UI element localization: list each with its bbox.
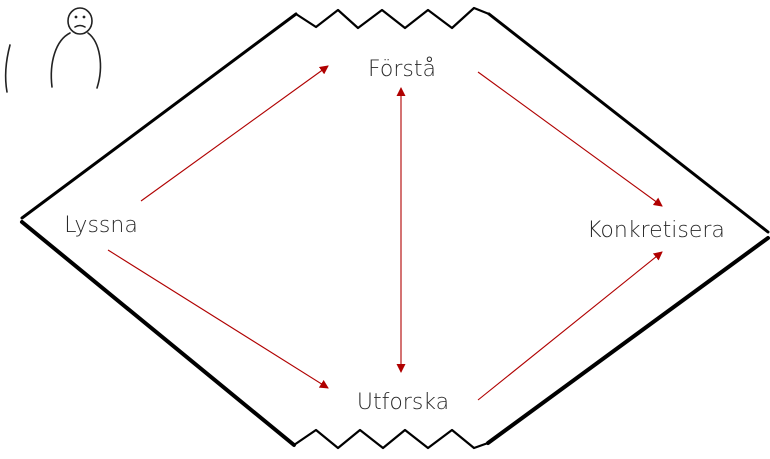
arrow-utforska-to-konkretisera (477, 251, 663, 401)
arrow-forsta-to-konkretisera (477, 71, 663, 207)
figure-head (67, 7, 93, 35)
outline-upper-left (20, 12, 298, 220)
node-forsta: Förstå (368, 57, 436, 82)
node-konkretisera: Konkretisera (587, 218, 725, 243)
outline-top-jagged (294, 6, 491, 30)
node-utforska: Utforska (356, 390, 450, 415)
arrow-lyssna-to-utforska (107, 249, 329, 389)
person-thinking-sketch-icon (4, 7, 102, 93)
outline-lower-right (486, 236, 770, 445)
node-lyssna: Lyssna (64, 213, 138, 238)
outline-bottom-jagged (292, 428, 490, 450)
figure-partial-arm (4, 44, 11, 93)
arrows (107, 65, 663, 401)
arrow-lyssna-to-forsta (140, 65, 329, 202)
outline-upper-right (487, 12, 770, 234)
outline-lower-left (20, 220, 296, 447)
figure-mouth (74, 24, 86, 28)
diamond-outline (20, 6, 770, 450)
figure-body (50, 32, 102, 89)
